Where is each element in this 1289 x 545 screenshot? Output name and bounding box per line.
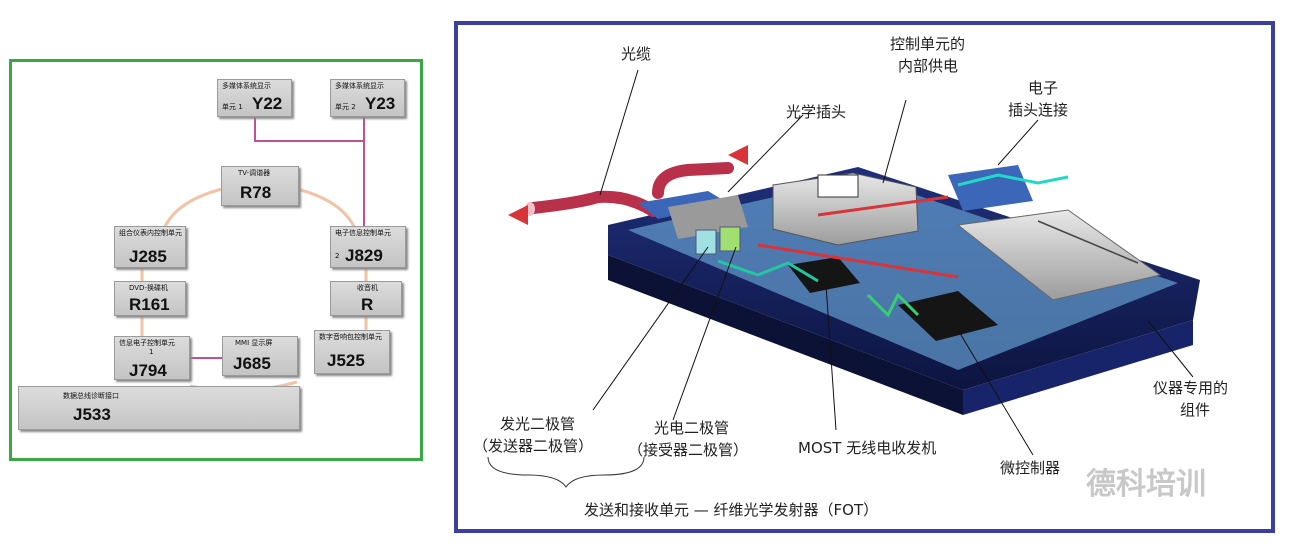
node-j829-sub: 2 (335, 252, 340, 260)
node-y22-caption: 多媒体系统显示 (222, 82, 271, 90)
node-y23-code: Y23 (365, 94, 396, 113)
node-j794-sub: 1 (149, 348, 154, 356)
node-r-caption: 收音机 (357, 284, 378, 292)
label-most-transceiver: MOST 无线电收发机 (798, 439, 937, 457)
node-j285: 组合仪表内控制单元 J285 (114, 226, 186, 268)
label-fot-caption: 发送和接收单元 — 纤维光学发射器（FOT） (584, 501, 879, 519)
node-r161: DVD-换碟机 R161 (114, 281, 186, 316)
label-power-line1: 控制单元的 (890, 35, 966, 53)
node-r78: TV-调谐器 R78 (221, 166, 299, 206)
node-r78-code: R78 (240, 183, 272, 202)
label-optical-plug: 光学插头 (786, 103, 847, 121)
node-r161-caption: DVD-换碟机 (129, 284, 168, 292)
node-j829: 电子信息控制单元 2 J829 (330, 226, 406, 268)
node-j685-code: J685 (233, 354, 271, 373)
node-j685-caption: MMI 显示屏 (235, 339, 273, 347)
node-y23-caption: 多媒体系统显示 (335, 82, 384, 90)
node-j285-caption: 组合仪表内控制单元 (119, 229, 182, 237)
node-r-code: R (361, 295, 374, 314)
label-photodiode-line1: 光电二极管 (654, 419, 730, 437)
node-r161-code: R161 (129, 295, 170, 314)
network-diagram-panel: 多媒体系统显示 单元 1 Y22 多媒体系统显示 单元 2 Y23 TV-调谐器… (9, 59, 423, 461)
label-fiber-cable: 光缆 (621, 45, 652, 63)
node-j794: 信息电子控制单元 1 J794 (114, 336, 190, 380)
node-j285-code: J285 (129, 247, 167, 266)
node-j525-caption: 数字音响包控制单元 (319, 333, 382, 341)
label-microcontroller: 微控制器 (1000, 459, 1061, 477)
node-j525: 数字音响包控制单元 J525 (314, 330, 390, 374)
label-led-line1: 发光二极管 (500, 415, 576, 433)
node-y22-code: Y22 (252, 94, 283, 113)
node-j525-code: J525 (327, 351, 365, 370)
node-j794-code: J794 (129, 361, 167, 380)
watermark-text: 德科培训 (1086, 467, 1206, 502)
node-j829-caption: 电子信息控制单元 (335, 229, 391, 237)
node-j685: MMI 显示屏 J685 (222, 336, 298, 376)
fot-module-panel: 光缆 控制单元的 内部供电 光学插头 电子 插头连接 发光二极管 （发送器二极管… (454, 21, 1275, 533)
label-led-line2: （发送器二极管） (473, 437, 594, 455)
node-y22: 多媒体系统显示 单元 1 Y22 (217, 79, 292, 117)
label-instrument-line2: 组件 (1180, 401, 1211, 419)
node-j533-code: J533 (73, 405, 111, 424)
label-power-line2: 内部供电 (898, 57, 959, 75)
node-j794-caption: 信息电子控制单元 (119, 339, 175, 347)
label-photodiode-line2: （接受器二极管） (628, 441, 749, 459)
node-r: 收音机 R (330, 281, 402, 316)
node-j829-code: J829 (345, 246, 383, 265)
node-r78-caption: TV-调谐器 (238, 169, 271, 177)
label-electrical-line2: 插头连接 (1008, 101, 1069, 119)
node-j533-caption: 数据总线诊断接口 (63, 392, 119, 400)
node-y23-sub: 单元 2 (335, 103, 356, 111)
label-instrument-line1: 仪器专用的 (1153, 379, 1229, 397)
fot-module-illustration (487, 69, 1200, 488)
node-j533: 数据总线诊断接口 J533 (18, 386, 300, 430)
node-y23: 多媒体系统显示 单元 2 Y23 (330, 79, 405, 117)
label-electrical-line1: 电子 (1028, 79, 1059, 97)
node-y22-sub: 单元 1 (222, 103, 243, 111)
